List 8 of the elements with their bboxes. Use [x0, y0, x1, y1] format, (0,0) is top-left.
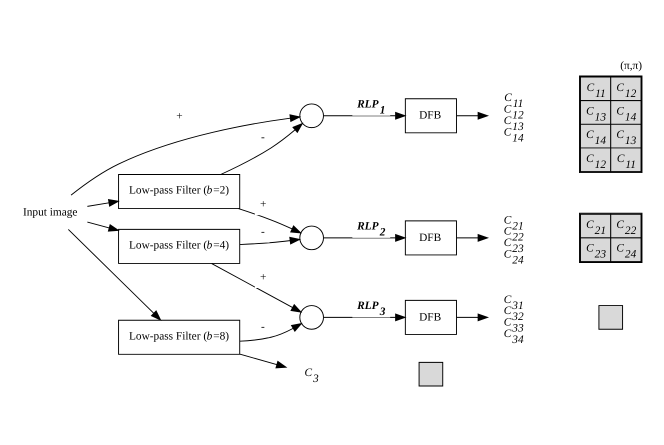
edge-label: + [260, 198, 266, 211]
edge-label: - [261, 320, 265, 333]
edge-label: - [261, 226, 265, 238]
edge-label: + [260, 272, 266, 284]
edge-label: - [261, 131, 265, 144]
node-text: Input image [22, 206, 78, 218]
node-label: (π,π) [620, 60, 642, 72]
edge-label: + [176, 110, 183, 123]
